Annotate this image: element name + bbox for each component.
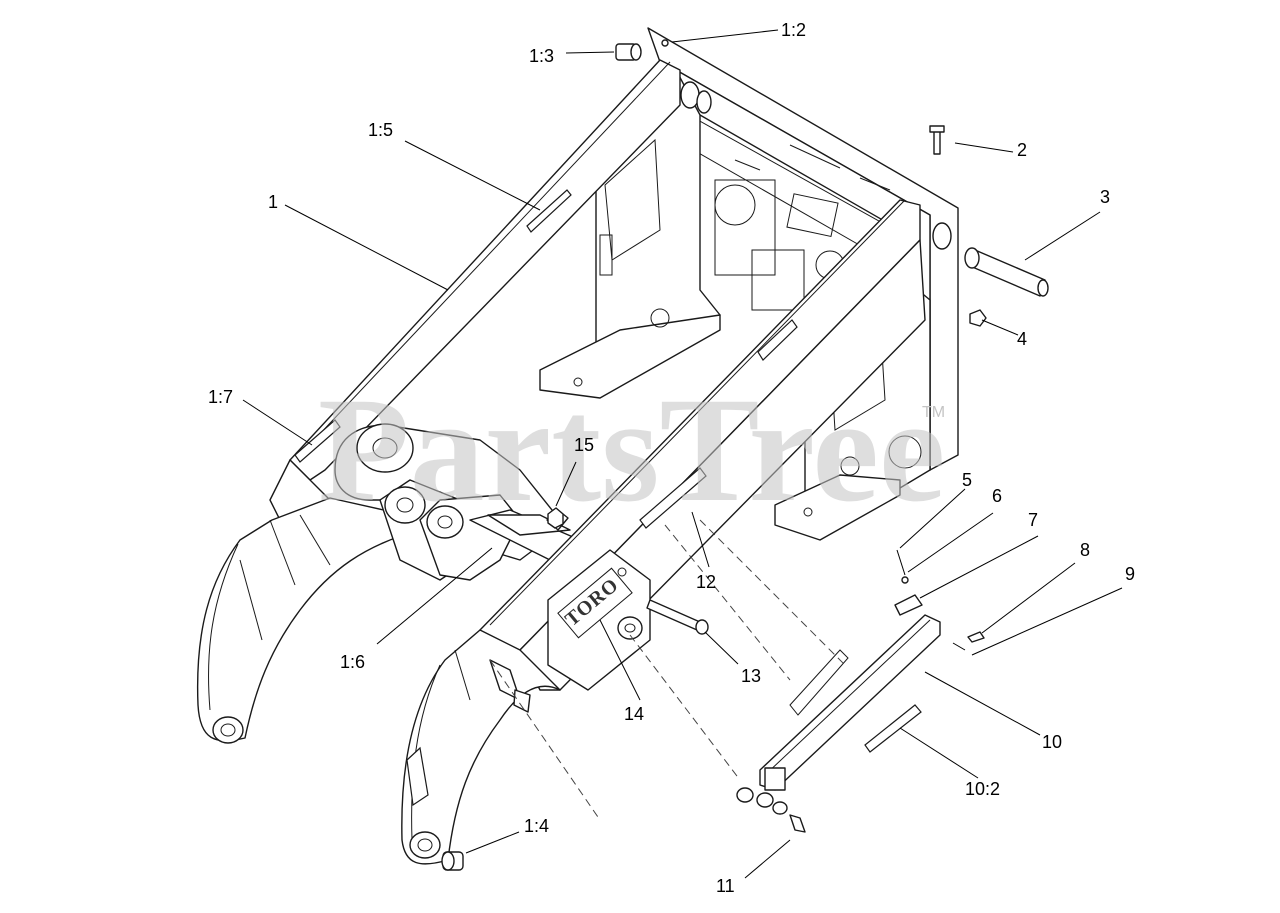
callout-10: 10: [1042, 732, 1062, 752]
watermark-text: PartsTree: [318, 367, 945, 533]
fasteners: [441, 39, 1049, 871]
callout-8: 8: [1080, 540, 1090, 560]
callout-10-2: 10:2: [965, 779, 1000, 799]
callout-4: 4: [1017, 329, 1027, 349]
callout-1-6: 1:6: [340, 652, 365, 672]
right-loader-arm: TORO: [401, 199, 926, 865]
callout-2: 2: [1017, 140, 1027, 160]
callout-14: 14: [624, 704, 644, 724]
pivot-bar-assembly: [736, 549, 985, 833]
leader-lines: [242, 29, 1123, 879]
callout-15: 15: [574, 435, 594, 455]
callout-9: 9: [1125, 564, 1135, 584]
callout-1-4: 1:4: [524, 816, 549, 836]
callout-11: 11: [716, 876, 735, 896]
callout-5: 5: [962, 470, 972, 490]
callout-7: 7: [1028, 510, 1038, 530]
callout-13: 13: [741, 666, 761, 686]
callout-3: 3: [1100, 187, 1110, 207]
watermark-trademark: TM: [922, 404, 945, 421]
alignment-lines: [489, 519, 849, 821]
left-loader-arm: [196, 59, 681, 744]
callout-6: 6: [992, 486, 1002, 506]
callout-1-2: 1:2: [781, 20, 806, 40]
callout-labels: 1 1:2 1:3 1:4 1:5 1:6 1:7 2 3 4 5 6 7 8 …: [208, 20, 1135, 896]
callout-12: 12: [696, 572, 716, 592]
cross-tube-assembly: [334, 423, 581, 581]
callout-1: 1: [268, 192, 278, 212]
callout-1-3: 1:3: [529, 46, 554, 66]
callout-1-7: 1:7: [208, 387, 233, 407]
callout-1-5: 1:5: [368, 120, 393, 140]
